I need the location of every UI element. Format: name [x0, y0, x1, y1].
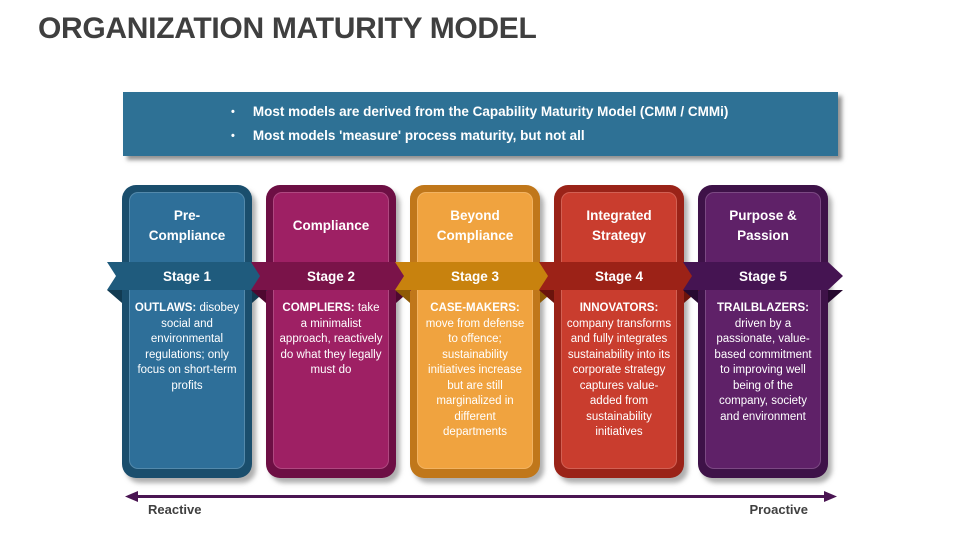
stage-label: Stage 2 — [306, 268, 356, 284]
card-description: TRAILBLAZERS: driven by a passionate, va… — [705, 301, 821, 425]
card-background — [129, 192, 245, 469]
stage-card-pre-compliance: Pre- Compliance Stage 1 OUTLAWS: disobey… — [107, 185, 267, 478]
description-body: disobey social and environmental regulat… — [137, 302, 240, 392]
axis-arrow-line — [136, 495, 826, 498]
axis-label-proactive: Proactive — [749, 502, 808, 517]
bullet-text: Most models are derived from the Capabil… — [252, 104, 729, 120]
description-lead: COMPLIERS: — [282, 302, 355, 314]
stage-label: Stage 5 — [738, 268, 788, 284]
page-title: ORGANIZATION MATURITY MODEL — [38, 12, 537, 45]
bullet-icon: • — [231, 106, 235, 119]
card-background — [561, 192, 677, 469]
stage-ribbon: Stage 5 — [683, 262, 843, 290]
info-banner: • Most models are derived from the Capab… — [123, 92, 838, 156]
bullet-item: • Most models 'measure' process maturity… — [231, 128, 818, 144]
stage-card-beyond-compliance: Beyond Compliance Stage 3 CASE-MAKERS: m… — [395, 185, 555, 478]
stage-ribbon: Stage 4 — [539, 262, 699, 290]
ribbon-fold-right — [828, 290, 843, 303]
stage-card-compliance: Compliance Stage 2 COMPLIERS: take a min… — [251, 185, 411, 478]
stage-label: Stage 1 — [162, 268, 212, 284]
card-description: COMPLIERS: take a minimalist approach, r… — [273, 301, 389, 379]
card-heading: Compliance — [292, 217, 370, 233]
card-description: CASE-MAKERS: move from defense to offenc… — [417, 301, 533, 441]
description-lead: INNOVATORS: — [579, 302, 659, 314]
description-body: company transforms and fully integrates … — [566, 317, 672, 439]
description-lead: OUTLAWS: — [134, 302, 197, 314]
description-body: take a minimalist approach, reactively d… — [279, 302, 383, 377]
card-background — [417, 192, 533, 469]
card-heading: Purpose & Passion — [729, 207, 797, 243]
stage-ribbon: Stage 3 — [395, 262, 555, 290]
card-description: OUTLAWS: disobey social and environmenta… — [129, 301, 245, 394]
right-arrowhead-icon — [824, 491, 837, 502]
stage-label: Stage 4 — [594, 268, 644, 284]
card-heading: Pre- Compliance — [148, 207, 226, 243]
stage-card-integrated-strategy: Integrated Strategy Stage 4 INNOVATORS: … — [539, 185, 699, 478]
bullet-item: • Most models are derived from the Capab… — [231, 104, 818, 120]
stage-card-purpose-passion: Purpose & Passion Stage 5 TRAILBLAZERS: … — [683, 185, 843, 478]
left-arrowhead-icon — [125, 491, 138, 502]
description-body: driven by a passionate, value-based comm… — [714, 317, 812, 423]
stage-label: Stage 3 — [450, 268, 500, 284]
bullet-text: Most models 'measure' process maturity, … — [252, 128, 585, 143]
ribbon-fold-left — [107, 290, 122, 303]
stage-ribbon: Stage 1 — [107, 262, 267, 290]
card-background — [273, 192, 389, 469]
description-body: move from defense to offence; sustainabi… — [425, 317, 525, 439]
card-background — [705, 192, 821, 469]
stage-ribbon: Stage 2 — [251, 262, 411, 290]
description-lead: TRAILBLAZERS: — [717, 302, 809, 314]
card-heading: Integrated Strategy — [586, 207, 652, 243]
bullet-icon: • — [231, 130, 235, 142]
axis-label-reactive: Reactive — [148, 502, 202, 517]
maturity-cards: Pre- Compliance Stage 1 OUTLAWS: disobey… — [0, 185, 960, 485]
card-description: INNOVATORS: company transforms and fully… — [561, 301, 677, 441]
card-heading: Beyond Compliance — [436, 207, 514, 243]
description-lead: CASE-MAKERS: — [430, 302, 520, 314]
